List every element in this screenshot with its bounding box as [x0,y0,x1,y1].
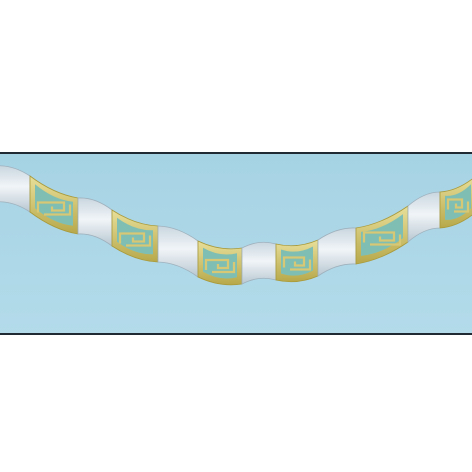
greek-key-pattern [446,198,470,213]
enamel-insert [203,247,237,279]
greek-key-pattern [36,201,72,216]
photo-top-edge [0,152,472,155]
product-photo [0,154,472,335]
bracelet-scene [0,154,472,335]
greek-key-pattern [118,232,152,247]
greek-key-pattern [204,258,236,274]
greek-key-pattern [282,256,312,271]
bracelet-links [0,165,472,286]
greek-key-pattern [362,231,402,246]
enamel-insert [281,246,313,276]
photo-bottom-edge [0,333,472,335]
silver-link [241,241,277,285]
